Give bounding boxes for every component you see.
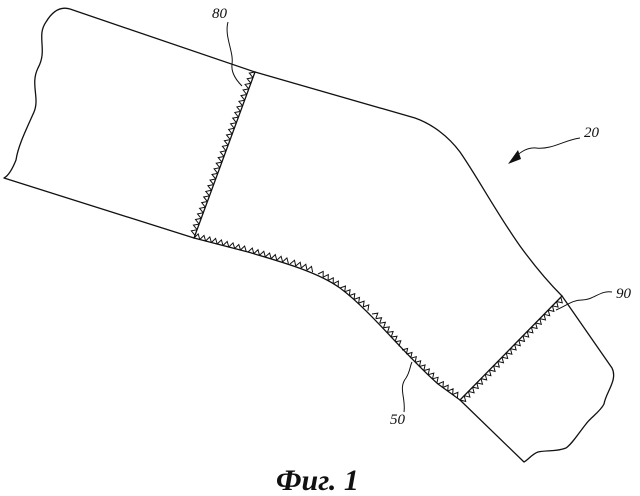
leader-80 [227,22,242,86]
figure-caption: Фиг. 1 [276,464,359,496]
elbow-panel [255,72,562,296]
label-80: 80 [212,6,228,22]
leader-90 [556,292,612,310]
arrowhead-20 [508,150,521,164]
leader-50 [402,362,412,412]
cuff-seam-stitch [460,297,562,401]
cuff-seam-line [460,296,562,400]
lower-edge-stitch [194,234,458,398]
upper-sleeve-panel [4,8,255,238]
elbow-panel-lower-edge [194,238,460,400]
label-50: 50 [390,412,406,428]
leader-20 [512,138,580,160]
label-90: 90 [616,286,632,302]
label-20: 20 [584,125,600,141]
